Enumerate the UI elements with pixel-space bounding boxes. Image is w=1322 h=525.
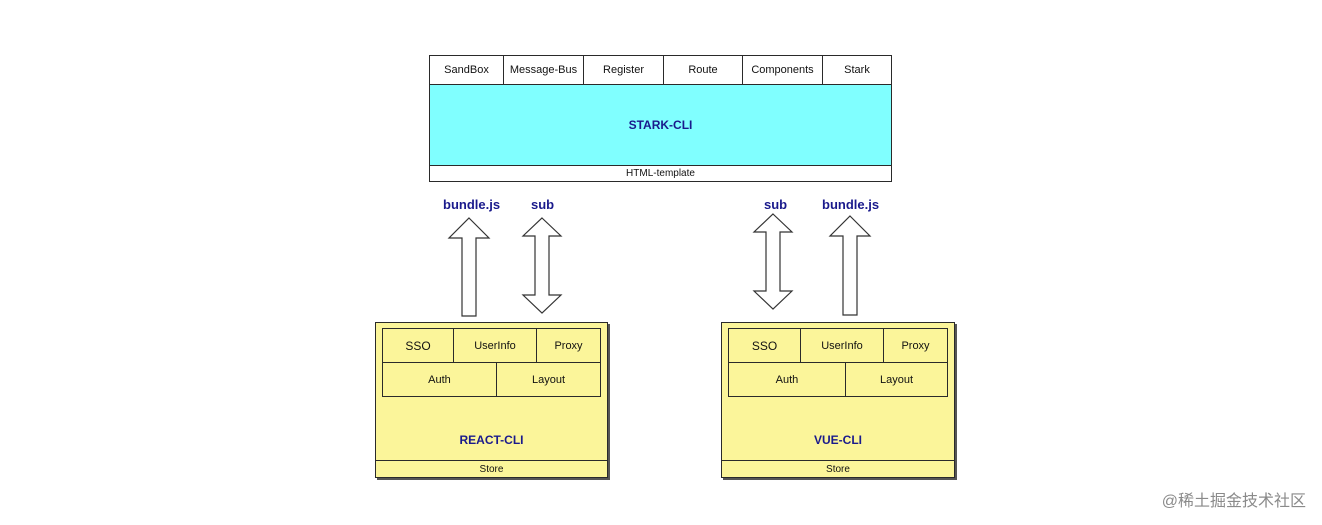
- react-proxy: Proxy: [554, 339, 583, 352]
- vue-services-row: SSO UserInfo Proxy: [728, 328, 948, 363]
- stark-module-sandbox: SandBox: [430, 56, 504, 84]
- react-services-row: SSO UserInfo Proxy: [382, 328, 601, 363]
- left-double-arrow-icon: [521, 217, 563, 314]
- react-userinfo: UserInfo: [454, 329, 537, 362]
- vue-sso: SSO: [729, 329, 801, 362]
- right-bundle-label: bundle.js: [822, 197, 880, 212]
- vue-core-row: Auth Layout: [728, 362, 948, 397]
- react-auth: Auth: [383, 363, 497, 396]
- react-cli-title: REACT-CLI: [459, 433, 524, 447]
- react-core-row: Auth Layout: [382, 362, 601, 397]
- stark-modules-row: SandBox Message-Bus Register Route Compo…: [429, 55, 892, 85]
- react-sso: SSO: [383, 329, 454, 362]
- left-bundle-label: bundle.js: [443, 197, 501, 212]
- react-store: Store: [375, 460, 608, 478]
- vue-store: Store: [721, 460, 955, 478]
- left-sub-label: sub: [531, 197, 555, 212]
- stark-module-components: Components: [743, 56, 823, 84]
- vue-proxy: Proxy: [901, 339, 930, 352]
- watermark-text: @稀土掘金技术社区: [1161, 493, 1306, 510]
- vue-auth: Auth: [729, 363, 846, 396]
- stark-module-route: Route: [664, 56, 743, 84]
- react-layout: Layout: [531, 373, 566, 386]
- stark-module-message-bus: Message-Bus: [504, 56, 584, 84]
- left-up-arrow-icon: [447, 217, 491, 317]
- stark-module-stark: Stark: [844, 64, 870, 76]
- stark-html-template: HTML-template: [429, 165, 892, 182]
- right-sub-label: sub: [764, 197, 788, 212]
- right-up-arrow-icon: [828, 215, 872, 316]
- vue-cli-title: VUE-CLI: [814, 433, 862, 447]
- stark-cli-title: STARK-CLI: [429, 84, 892, 166]
- stark-module-register: Register: [584, 56, 664, 84]
- right-double-arrow-icon: [752, 213, 794, 310]
- vue-layout: Layout: [879, 373, 914, 386]
- vue-userinfo: UserInfo: [801, 329, 884, 362]
